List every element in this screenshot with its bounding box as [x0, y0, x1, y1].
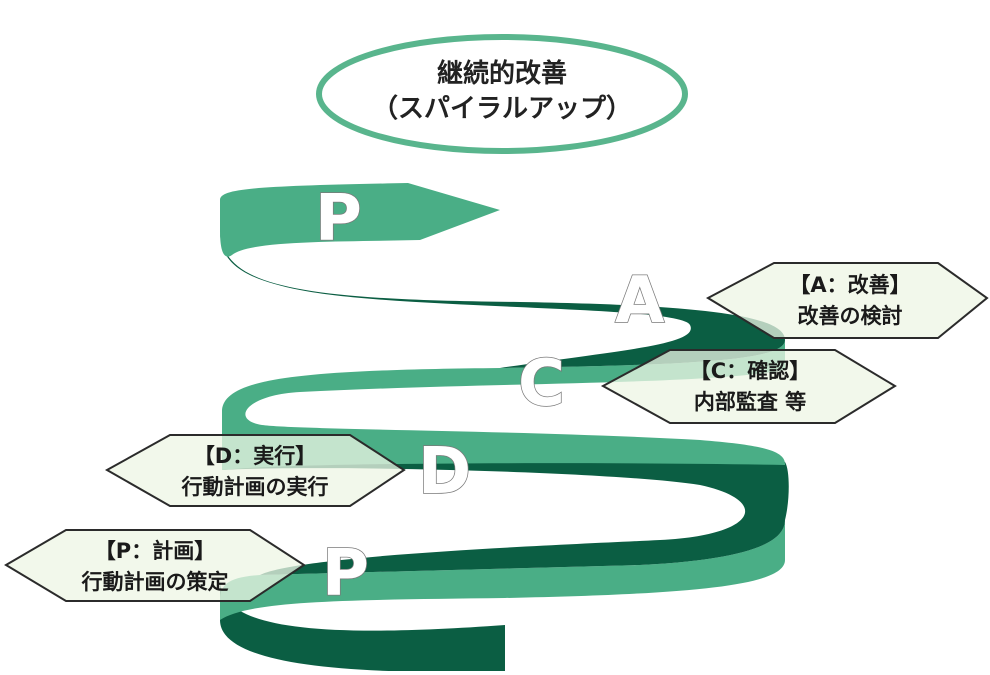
ribbon-underside-do: [222, 440, 789, 575]
callout-plan-hexagon: [4, 529, 306, 602]
callout-plan: 【P：計画】 行動計画の策定: [4, 529, 306, 602]
callout-act-head: 【A：改善】: [789, 273, 910, 297]
spiral-letter-c: C: [518, 347, 565, 421]
title-line-1: 継続的改善: [437, 58, 567, 89]
title-line-2: （スパイラルアップ）: [372, 94, 632, 124]
spiral-letter-a: A: [615, 264, 665, 338]
callout-act: 【A：改善】 改善の検討: [705, 262, 989, 339]
title-badge: 継続的改善 （スパイラルアップ）: [316, 34, 688, 154]
callout-do: 【D：実行】 行動計画の実行: [104, 434, 406, 507]
spiral-letter-bottom-p: P: [322, 537, 369, 611]
title-ellipse: [316, 34, 688, 154]
callout-do-hexagon: [104, 434, 406, 507]
spiral-letters: P A C D P: [314, 181, 666, 612]
spiral-ribbon: [220, 183, 789, 672]
ribbon-underside-act: [220, 230, 785, 368]
callout-do-head: 【D：実行】: [194, 444, 316, 468]
spiral-letter-d: D: [418, 435, 471, 509]
ribbon-band-top-arrow: [220, 183, 500, 257]
callout-plan-body: 行動計画の策定: [81, 570, 229, 594]
callout-check-hexagon: [600, 349, 897, 424]
spiral-letter-top-p: P: [315, 182, 362, 256]
ribbon-underside-bottom: [220, 580, 505, 672]
callout-plan-head: 【P：計画】: [95, 539, 215, 563]
callout-do-body: 行動計画の実行: [181, 475, 329, 499]
callout-check-body: 内部監査 等: [694, 390, 806, 414]
callout-check-head: 【C：確認】: [690, 359, 810, 383]
callout-check: 【C：確認】 内部監査 等: [600, 349, 897, 424]
ribbon-band-plan: [220, 520, 785, 620]
callout-act-body: 改善の検討: [798, 304, 903, 328]
callout-act-hexagon: [705, 262, 989, 339]
